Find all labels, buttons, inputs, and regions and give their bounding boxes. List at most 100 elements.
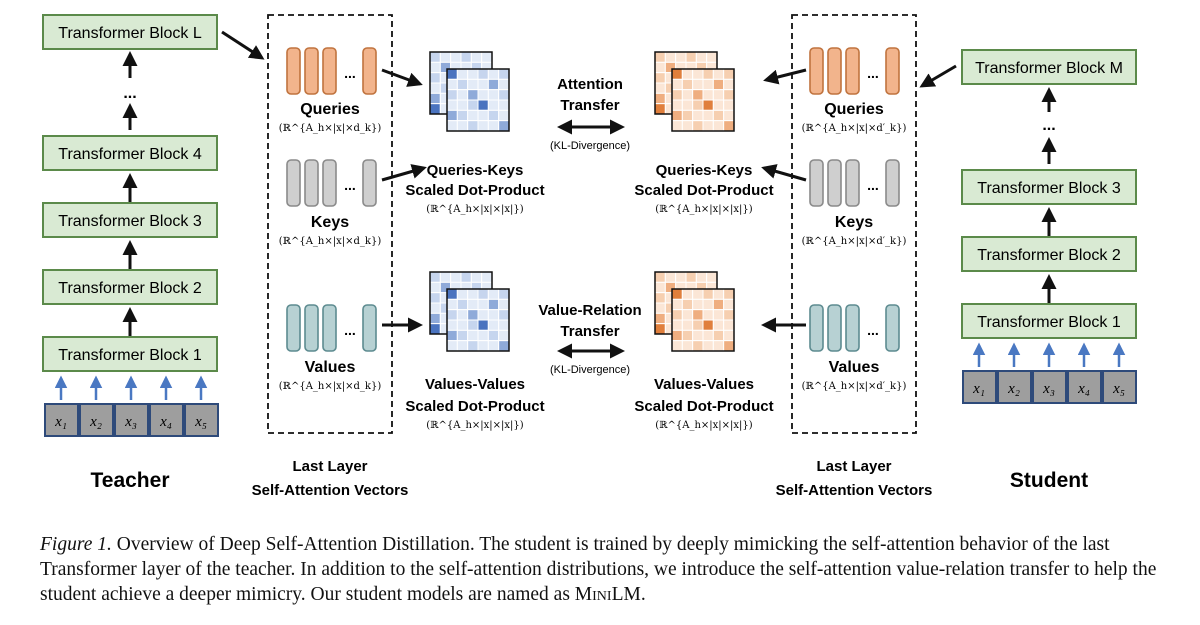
matrix-cell (692, 68, 704, 80)
student-block-3 (961, 169, 1137, 205)
matrix-cell (467, 329, 479, 342)
matrix-cell (654, 281, 666, 294)
student-queries-dim: (ℝ^{A_h×|x|×d′_k}) (802, 123, 907, 134)
matrix-cell (692, 309, 704, 321)
matrix-cell (712, 120, 725, 132)
matrix-cell (487, 89, 500, 101)
matrix-cell (702, 109, 714, 122)
teacher-queries-arrow (381, 68, 423, 87)
matrix-cell (477, 298, 489, 311)
matrix-cell (692, 340, 704, 352)
student-input-5-label: x₅ (1112, 381, 1125, 397)
student-block-m-label: Transformer Block M (975, 60, 1123, 77)
matrix-cell (654, 61, 666, 74)
matrix-cell (671, 298, 683, 311)
matrix-cell (477, 89, 489, 101)
matrix-cell (487, 288, 500, 300)
student-block-3-label: Transformer Block 3 (977, 180, 1121, 197)
matrix-cell (702, 89, 714, 101)
matrix-cell (681, 319, 694, 331)
matrix-cell (456, 340, 469, 352)
teacher-vector-panel: ... Queries (ℝ^{A_h×|x|×d_k}) ... Keys (… (252, 14, 409, 499)
matrix-cell (456, 78, 469, 91)
matrix-cell (702, 120, 714, 132)
matrix-cell (681, 109, 694, 122)
matrix-cell (498, 109, 510, 122)
student-queries-label: Queries (824, 101, 884, 118)
student-block-1 (961, 303, 1137, 339)
matrix-cell (723, 68, 735, 80)
matrix-cell (681, 99, 694, 111)
teacher-queries-dim: (ℝ^{A_h×|x|×d_k}) (279, 123, 382, 134)
teacher-panel-title-2: Self-Attention Vectors (252, 482, 409, 499)
matrix-cell (692, 109, 704, 122)
matrix-cell (456, 89, 469, 101)
teacher-ellipsis: ... (123, 85, 136, 102)
matrix-cell (429, 271, 441, 283)
matrix-cell (664, 271, 677, 283)
matrix-cell (429, 51, 441, 63)
matrix-cell (429, 302, 441, 314)
matrix-cell (723, 109, 735, 122)
matrix-cell (467, 309, 479, 321)
matrix-cell (712, 319, 725, 331)
matrix-cell (712, 109, 725, 122)
teacher-input-4 (149, 403, 184, 437)
matrix-cell (456, 309, 469, 321)
student-input-1-label: x₁ (972, 381, 985, 397)
matrix-cell (692, 298, 704, 311)
matrix-cell (450, 271, 462, 283)
student-qk-dim: (ℝ^{A_h×|x|×|x|}) (655, 204, 752, 215)
student-title: Student (1010, 469, 1088, 492)
matrix-cell (692, 120, 704, 132)
teacher-block-l (42, 14, 218, 50)
matrix-cell (712, 89, 725, 101)
matrix-cell (723, 329, 735, 342)
matrix-cell (429, 61, 441, 74)
student-input-3 (1032, 370, 1067, 404)
student-vector-panel: ... Queries (ℝ^{A_h×|x|×d′_k}) ... Keys … (776, 14, 932, 499)
matrix-cell (498, 99, 510, 111)
matrix-cell (477, 68, 489, 80)
matrix-cell (681, 120, 694, 132)
matrix-cell (467, 120, 479, 132)
student-input-1 (962, 370, 997, 404)
teacher-values-label: Values (305, 359, 356, 376)
matrix-cell (487, 78, 500, 91)
matrix-cell (692, 329, 704, 342)
student-queries-arrow (763, 68, 807, 85)
teacher-keys-vectors: ... (286, 159, 377, 207)
matrix-cell (685, 51, 697, 63)
matrix-cell (429, 82, 441, 94)
matrix-cell (498, 329, 510, 342)
matrix-cell (702, 68, 714, 80)
matrix-border (671, 68, 735, 132)
matrix-cell (654, 51, 666, 63)
student-queries-vectors: ... (809, 47, 900, 95)
matrix-cell (477, 329, 489, 342)
matrix-cell (429, 323, 441, 335)
matrix-cell (681, 288, 694, 300)
matrix-cell (498, 340, 510, 352)
matrix-cell (467, 99, 479, 111)
matrix-cell (487, 319, 500, 331)
matrix-cell (429, 312, 441, 325)
matrix-cell (671, 68, 683, 80)
matrix-cell (723, 288, 735, 300)
value-relation-line1: Value-Relation (538, 302, 641, 319)
matrix-cell (654, 82, 666, 94)
matrix-cell (487, 309, 500, 321)
teacher-qk-matrix (429, 51, 510, 132)
teacher-keys-dim: (ℝ^{A_h×|x|×d_k}) (279, 236, 382, 247)
matrix-cell (487, 298, 500, 311)
student-panel-title-1: Last Layer (816, 458, 891, 475)
matrix-cell (723, 319, 735, 331)
teacher-input-3-label: x₃ (124, 414, 137, 430)
matrix-cell (460, 51, 472, 63)
matrix-cell (498, 120, 510, 132)
student-vv-line1: Values-Values (654, 376, 754, 393)
student-panel-box (791, 14, 917, 434)
matrix-cell (675, 271, 687, 283)
figure-caption-label: Figure 1. (40, 534, 112, 555)
matrix-border (671, 288, 735, 352)
